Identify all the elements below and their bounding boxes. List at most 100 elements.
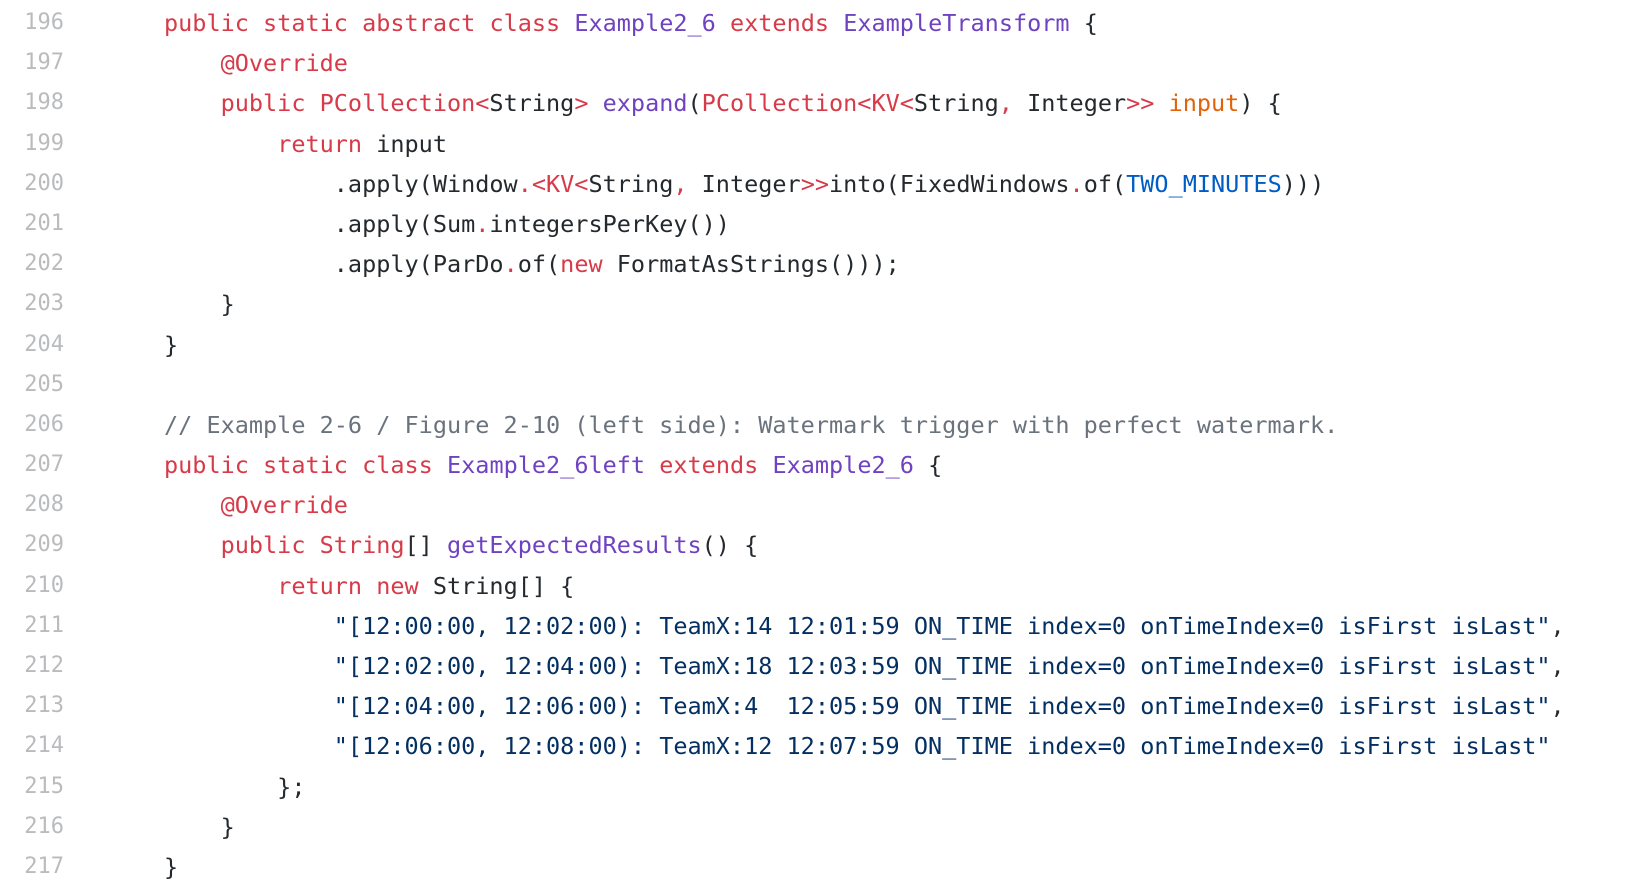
code-line: 207 public static class Example2_6left ex… xyxy=(0,447,1642,487)
code-token: abstract xyxy=(362,9,476,37)
code-line: 217} xyxy=(0,849,1642,889)
code-token xyxy=(475,9,489,37)
line-number[interactable]: 209 xyxy=(24,532,64,558)
line-number[interactable]: 211 xyxy=(24,612,64,638)
code-token: .apply(Sum xyxy=(164,209,476,238)
line-number[interactable]: 197 xyxy=(24,50,64,76)
line-number[interactable]: 216 xyxy=(24,813,64,839)
code-token: public xyxy=(220,531,306,560)
code-token xyxy=(362,572,376,600)
code-token: { xyxy=(1069,9,1098,37)
code-token xyxy=(164,572,277,600)
line-code: } xyxy=(164,327,178,363)
line-number[interactable]: 204 xyxy=(24,331,64,357)
line-number[interactable]: 202 xyxy=(24,251,64,277)
line-number[interactable]: 210 xyxy=(24,572,64,598)
line-number[interactable]: 215 xyxy=(24,773,64,799)
code-token: of( xyxy=(1083,169,1127,198)
code-token: } xyxy=(164,812,235,841)
line-code: } xyxy=(164,809,235,845)
code-token: "[12:04:00, 12:06:00): TeamX:4 12:05:59 … xyxy=(333,692,1551,721)
code-token xyxy=(305,531,319,559)
line-code: @Override xyxy=(164,45,348,81)
code-token: input xyxy=(362,129,447,158)
line-code: public String[] getExpectedResults() { xyxy=(164,527,759,563)
line-code: public static abstract class Example2_6 … xyxy=(164,5,1098,41)
line-code: .apply(Window.<KV<String, Integer>>into(… xyxy=(164,166,1324,202)
code-line: 198 public PCollection<String> expand(PC… xyxy=(0,85,1642,125)
line-number[interactable]: 208 xyxy=(24,492,64,518)
line-number[interactable]: 207 xyxy=(24,452,64,478)
code-token: >> xyxy=(800,169,829,198)
code-token xyxy=(829,9,843,37)
code-token: PCollection<KV< xyxy=(701,89,914,118)
code-token: static xyxy=(263,451,348,480)
line-number[interactable]: 198 xyxy=(24,90,64,116)
line-code: }; xyxy=(164,769,305,805)
line-number[interactable]: 212 xyxy=(24,653,64,678)
code-token xyxy=(560,9,574,37)
code-token: Example2_6left xyxy=(447,451,646,480)
code-line: 210 return new String[] { xyxy=(0,568,1642,608)
code-token: ))) xyxy=(1281,169,1325,198)
code-line: 216 } xyxy=(0,809,1642,849)
code-token: "[12:02:00, 12:04:00): TeamX:18 12:03:59… xyxy=(333,652,1551,680)
code-token: new xyxy=(560,250,603,279)
code-token: return xyxy=(277,571,363,600)
line-number[interactable]: 196 xyxy=(24,10,64,35)
code-token: class xyxy=(362,451,433,480)
code-token: { xyxy=(913,451,943,480)
code-token xyxy=(348,451,362,479)
code-token xyxy=(588,89,602,117)
line-number[interactable]: 206 xyxy=(24,411,64,437)
line-code: .apply(ParDo.of(new FormatAsStrings())); xyxy=(164,246,900,282)
code-token: } xyxy=(164,290,235,319)
line-code: "[12:02:00, 12:04:00): TeamX:18 12:03:59… xyxy=(164,648,1565,684)
code-token: // Example 2-6 / Figure 2-10 (left side)… xyxy=(164,410,1339,439)
line-code: // Example 2-6 / Figure 2-10 (left side)… xyxy=(164,407,1338,443)
line-code: } xyxy=(164,286,235,322)
code-line: 200 .apply(Window.<KV<String, Integer>>i… xyxy=(0,166,1642,206)
code-token: class xyxy=(489,9,561,37)
line-number[interactable]: 201 xyxy=(24,210,64,236)
code-token: } xyxy=(164,330,179,359)
code-token: Example2_6 xyxy=(772,451,914,480)
code-line: 206 // Example 2-6 / Figure 2-10 (left si… xyxy=(0,407,1642,447)
code-token: "[12:00:00, 12:02:00): TeamX:14 12:01:59… xyxy=(333,611,1551,640)
code-token: String xyxy=(319,531,405,560)
code-token: , xyxy=(1550,652,1565,680)
code-line: 199 return input xyxy=(0,126,1642,166)
code-line: 197 @Override xyxy=(0,45,1642,85)
code-token: .apply(Window xyxy=(164,169,518,198)
code-token: }; xyxy=(164,772,306,801)
code-token xyxy=(249,451,263,479)
line-code: public static class Example2_6left exten… xyxy=(164,447,942,483)
code-token: TWO_MINUTES xyxy=(1126,169,1282,198)
line-number[interactable]: 200 xyxy=(24,170,64,196)
code-token xyxy=(164,89,221,117)
line-code: return input xyxy=(164,126,447,162)
line-number[interactable]: 217 xyxy=(24,853,64,879)
code-token xyxy=(164,491,221,519)
line-number[interactable]: 213 xyxy=(24,693,64,719)
line-number[interactable]: 214 xyxy=(24,733,64,759)
code-token: new xyxy=(376,571,419,600)
code-token: , xyxy=(673,169,688,198)
code-token: public xyxy=(220,89,306,118)
code-token: >> xyxy=(1126,89,1155,118)
code-token xyxy=(164,652,334,680)
code-token: } xyxy=(164,852,179,881)
code-token: . xyxy=(475,209,490,238)
line-number[interactable]: 205 xyxy=(24,371,64,397)
line-code: "[12:04:00, 12:06:00): TeamX:4 12:05:59 … xyxy=(164,688,1565,724)
line-number[interactable]: 203 xyxy=(24,291,64,317)
code-token xyxy=(305,89,319,117)
line-number[interactable]: 199 xyxy=(24,130,64,156)
line-code: return new String[] { xyxy=(164,568,574,604)
code-token xyxy=(249,9,263,37)
code-token: of( xyxy=(517,250,561,279)
code-token: ( xyxy=(687,89,702,118)
line-code: "[12:06:00, 12:08:00): TeamX:12 12:07:59… xyxy=(164,728,1551,764)
code-token: String xyxy=(588,169,674,198)
